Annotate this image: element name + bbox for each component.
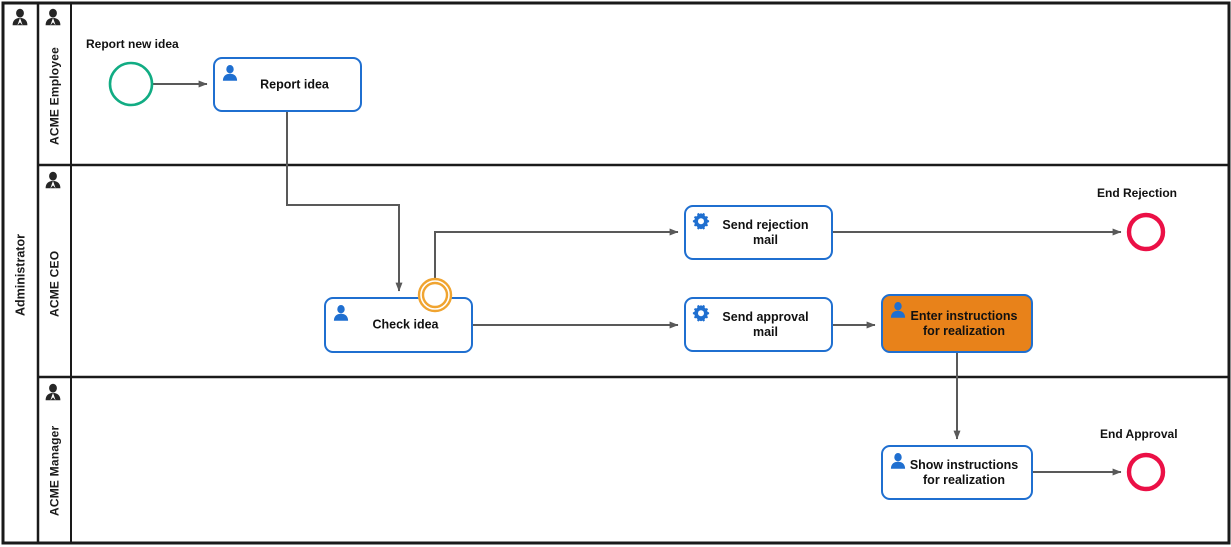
start-event-report-new-idea[interactable]	[108, 61, 154, 107]
start-event-label-report-new-idea: Report new idea	[86, 37, 179, 51]
end-event-approval[interactable]	[1126, 452, 1166, 492]
task-send-rejection-mail[interactable]: Send rejection mail	[684, 205, 833, 260]
task-label: Check idea	[372, 317, 439, 332]
end-event-label-approval: End Approval	[1100, 427, 1178, 441]
task-report-idea[interactable]: Report idea	[213, 57, 362, 112]
end-event-rejection[interactable]	[1126, 212, 1166, 252]
flow-boundary-to-send-rejection-mail[interactable]	[434, 228, 679, 278]
boundary-event-check-idea-inner[interactable]	[421, 281, 449, 309]
flow-report-idea-to-check-idea[interactable]	[286, 112, 403, 292]
task-label: Report idea	[260, 76, 329, 91]
task-label: Enter instructions for realization	[910, 308, 1018, 338]
end-event-label-rejection: End Rejection	[1097, 186, 1178, 200]
task-label: Show instructions for realization	[909, 457, 1019, 487]
task-enter-instructions-for-realization[interactable]: Enter instructions for realization	[881, 294, 1033, 353]
task-send-approval-mail[interactable]: Send approval mail	[684, 297, 833, 352]
task-label: Send approval mail	[722, 309, 809, 339]
task-label: Send rejection mail	[722, 217, 809, 247]
task-show-instructions-for-realization[interactable]: Show instructions for realization	[881, 445, 1033, 500]
task-check-idea[interactable]: Check idea	[324, 297, 473, 353]
